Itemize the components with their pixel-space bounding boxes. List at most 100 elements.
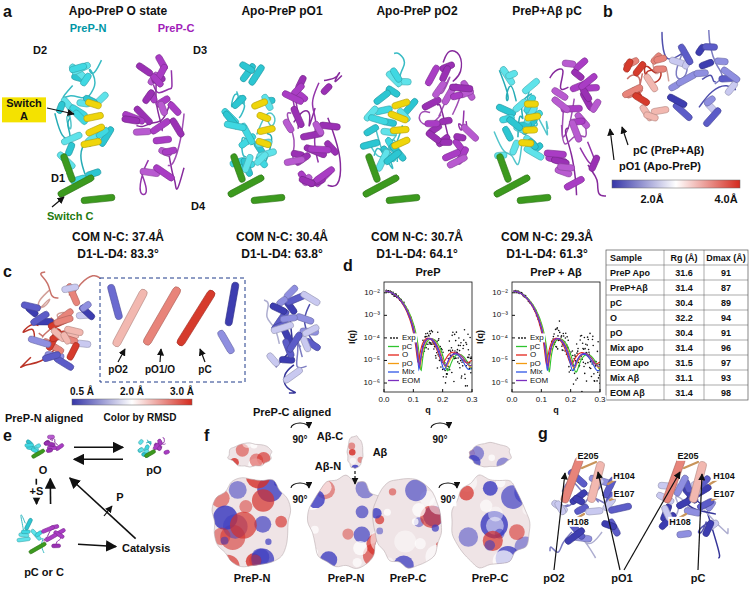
helix [137, 447, 144, 453]
data-point [459, 367, 461, 369]
helix [643, 111, 659, 122]
data-point [464, 378, 466, 380]
legend-sample [516, 346, 527, 347]
tick-mark [384, 315, 387, 316]
tick-mark [413, 389, 414, 392]
helix [703, 95, 717, 108]
legend-sample [396, 337, 398, 339]
helix [269, 302, 288, 316]
data-point [452, 350, 454, 352]
surface-base [212, 478, 291, 567]
table-header: Rg (Å) [670, 252, 699, 262]
table-cell: Mix Aβ [609, 372, 640, 382]
table-rule [606, 355, 748, 356]
charge-patch [354, 527, 370, 543]
charge-patch [459, 527, 479, 547]
residue-label: E107 [712, 489, 735, 499]
table-cell: 94 [720, 312, 732, 322]
helix [41, 525, 55, 534]
coil [140, 160, 148, 194]
data-point [568, 366, 570, 368]
charge-patch [488, 455, 495, 462]
helix [557, 163, 575, 171]
helix [44, 441, 55, 447]
helix [676, 530, 692, 538]
panel-letter: d [342, 257, 354, 275]
node-text: pO [145, 464, 162, 477]
model-curve [385, 291, 471, 369]
table-cell: 31.1 [674, 372, 694, 382]
rotation-label: 90° [291, 494, 308, 506]
surface-model [452, 472, 537, 573]
helix [107, 284, 123, 321]
model-curve [385, 291, 471, 365]
measurement: D1-L-D4: 63.8° [240, 248, 324, 262]
domain-name: PreP-C [157, 22, 196, 35]
data-point [589, 333, 591, 335]
charge-patch [484, 540, 495, 551]
charge-patch [501, 485, 525, 509]
data-point [433, 348, 435, 350]
measurement: D1-L-D4: 61.3° [505, 248, 589, 262]
table-rule [664, 250, 665, 400]
helix [298, 175, 316, 187]
helix [300, 290, 322, 307]
charge-patch [425, 545, 449, 569]
helix [544, 150, 567, 158]
helix [365, 153, 381, 183]
panel-letter: a [2, 3, 13, 21]
charge-patch [254, 516, 271, 533]
charge-patch [483, 531, 503, 551]
helix [425, 120, 440, 126]
helix [608, 503, 632, 514]
data-point [597, 341, 599, 343]
data-point [574, 354, 576, 356]
helix [61, 283, 79, 293]
data-point [582, 342, 584, 344]
charge-patch [493, 550, 515, 572]
helix [518, 139, 534, 146]
helix [524, 112, 541, 121]
table-rule [704, 250, 705, 400]
measurement: COM N-C: 30.4Å [235, 231, 329, 245]
data-point [592, 336, 594, 338]
protein-icon [25, 435, 65, 459]
surface-model [225, 438, 272, 473]
helix [391, 98, 410, 110]
data-point [468, 354, 470, 356]
surface-outline [452, 475, 530, 568]
helix [152, 163, 175, 182]
data-point [429, 331, 431, 333]
surface-outline [212, 478, 291, 567]
tick-label: 10⁻⁶ [363, 378, 381, 387]
helix [251, 194, 285, 204]
panel-letter: g [537, 425, 549, 443]
data-point [583, 362, 585, 364]
data-point [457, 349, 459, 351]
data-point [597, 371, 599, 373]
terminus-label: Aβ-C [316, 430, 344, 443]
tick-mark [541, 389, 542, 392]
helix [225, 282, 240, 327]
helix [216, 329, 235, 355]
helix [389, 67, 403, 84]
measurement: COM N-C: 29.3Å [500, 231, 594, 245]
data-point [467, 385, 469, 387]
scale-value: 2.0 Å [119, 386, 145, 398]
tick-mark [384, 337, 387, 338]
data-point [437, 332, 439, 334]
data-point [449, 349, 451, 351]
data-point [431, 343, 433, 345]
data-point [435, 355, 437, 357]
residue-label: E107 [612, 489, 635, 499]
leader-arrow [610, 129, 614, 160]
helix [284, 156, 306, 166]
data-point [464, 374, 466, 376]
legend-sample [388, 354, 399, 355]
helix [439, 65, 452, 83]
helix [493, 174, 531, 198]
charge-patch [415, 538, 426, 549]
data-point [466, 344, 468, 346]
model-curve [385, 291, 471, 371]
reaction-arrow [74, 459, 123, 461]
